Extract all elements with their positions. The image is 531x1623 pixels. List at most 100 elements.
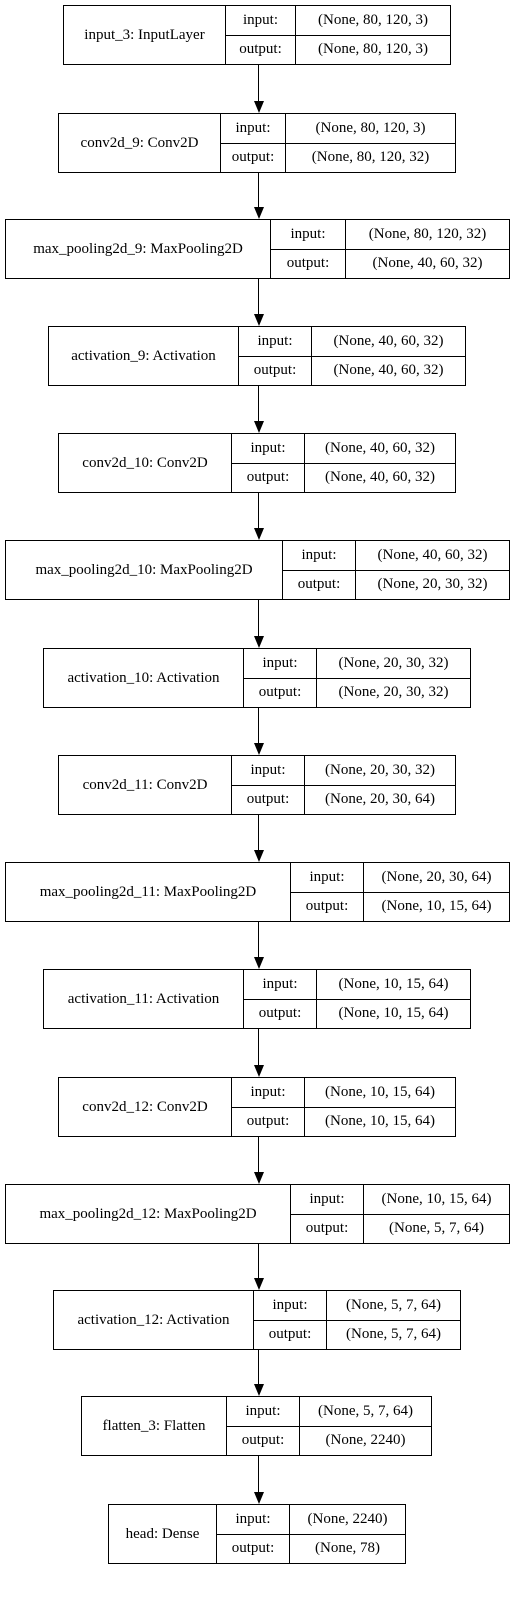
input-shape: (None, 2240) [290,1505,405,1535]
io-shapes-column: (None, 20, 30, 32)(None, 20, 30, 64) [305,756,455,814]
output-label: output: [286,255,330,272]
output-shape: (None, 10, 15, 64) [325,1113,435,1130]
input-shape: (None, 10, 15, 64) [305,1078,455,1108]
io-shapes-column: (None, 40, 60, 32)(None, 40, 60, 32) [312,327,465,385]
io-labels-column: input:output: [283,541,356,599]
io-shapes-column: (None, 10, 15, 64) (None, 10, 15, 64) [305,1078,455,1136]
arrow-head-icon [253,743,264,755]
layer-name: conv2d_9: Conv2D [59,114,221,172]
input-label: input: [217,1505,289,1535]
input-label: input: [291,1185,363,1215]
io-labels-column: input:output: [239,327,312,385]
connector-line [258,386,259,421]
arrow-head-icon [253,1278,264,1290]
arrow-head-icon [253,636,264,648]
io-labels-column: input: output: [232,756,305,814]
input-shape: (None, 5, 7, 64) [300,1397,431,1427]
arrow-head-icon [253,528,264,540]
arrow-head-icon [253,1492,264,1504]
input-label: input: [232,756,304,786]
io-shapes-column: (None, 20, 30, 64)(None, 10, 15, 64) [364,863,509,921]
input-label: input: [232,1078,304,1108]
input-label: input: [226,6,295,36]
input-shape: (None, 80, 120, 3) [296,6,450,36]
output-label: output: [305,1220,349,1237]
output-label: output: [241,1432,285,1449]
input-shape: (None, 10, 15, 64) [364,1185,509,1215]
output-label: output: [239,41,282,58]
io-shapes-column: (None, 5, 7, 64)(None, 5, 7, 64) [327,1291,460,1349]
connector-line [258,1456,259,1492]
layer-name: flatten_3: Flatten [82,1397,227,1455]
output-label: output: [258,684,302,701]
output-label: output: [297,576,341,593]
connector-line [258,1029,259,1065]
connector-line [258,1244,259,1278]
layer-name: activation_11: Activation [44,970,244,1028]
io-shapes-column: (None, 40, 60, 32)(None, 40, 60, 32) [305,434,455,492]
arrow-head-icon [253,314,264,326]
arrow-head-icon [253,207,264,219]
output-shape: (None, 78) [315,1540,380,1557]
connector-line [258,65,259,101]
io-labels-column: input: output: [227,1397,300,1455]
layer-name: max_pooling2d_10: MaxPooling2D [6,541,283,599]
output-shape: (None, 10, 15, 64) [338,1005,449,1022]
output-shape: (None, 40, 60, 32) [333,362,444,379]
output-shape: (None, 80, 120, 32) [311,149,430,166]
layer-name: conv2d_10: Conv2D [59,434,232,492]
input-shape: (None, 20, 30, 32) [305,756,455,786]
io-labels-column: input:output: [244,970,317,1028]
io-labels-column: input:output: [221,114,286,172]
connector-line [258,600,259,636]
input-label: input: [232,434,304,464]
layer-name: conv2d_11: Conv2D [59,756,232,814]
input-shape: (None, 10, 15, 64) [317,970,470,1000]
input-shape: (None, 80, 120, 3) [286,114,455,144]
layer-name: max_pooling2d_9: MaxPooling2D [6,220,271,278]
io-shapes-column: (None, 80, 120, 3)(None, 80, 120, 3) [296,6,450,64]
arrow-head-icon [253,421,264,433]
input-shape: (None, 80, 120, 32) [346,220,509,250]
input-shape: (None, 40, 60, 32) [305,434,455,464]
input-label: input: [244,649,316,679]
io-shapes-column: (None, 2240) (None, 78) [290,1505,405,1563]
input-shape: (None, 40, 60, 32) [356,541,509,571]
io-shapes-column: (None, 10, 15, 64)(None, 5, 7, 64) [364,1185,509,1243]
arrow-head-icon [253,1065,264,1077]
output-label: output: [231,1540,275,1557]
io-shapes-column: (None, 20, 30, 32)(None, 20, 30, 32) [317,649,470,707]
io-shapes-column: (None, 80, 120, 32) (None, 40, 60, 32) [346,220,509,278]
io-shapes-column: (None, 5, 7, 64)(None, 2240) [300,1397,431,1455]
io-labels-column: input: output: [291,1185,364,1243]
output-shape: (None, 40, 60, 32) [372,255,483,272]
input-label: input: [227,1397,299,1427]
output-label: output: [246,791,290,808]
input-label: input: [291,863,363,893]
layer-name: activation_12: Activation [54,1291,254,1349]
io-labels-column: input: output: [217,1505,290,1563]
input-label: input: [271,220,345,250]
connector-line [258,1137,259,1172]
input-shape: (None, 20, 30, 64) [364,863,509,893]
output-label: output: [268,1326,312,1343]
io-labels-column: input: output: [271,220,346,278]
connector-line [258,708,259,743]
input-shape: (None, 20, 30, 32) [317,649,470,679]
connector-line [258,279,259,314]
layer-name: activation_9: Activation [49,327,239,385]
layer-name: activation_10: Activation [44,649,244,707]
output-label: output: [305,898,349,915]
output-label: output: [246,469,290,486]
